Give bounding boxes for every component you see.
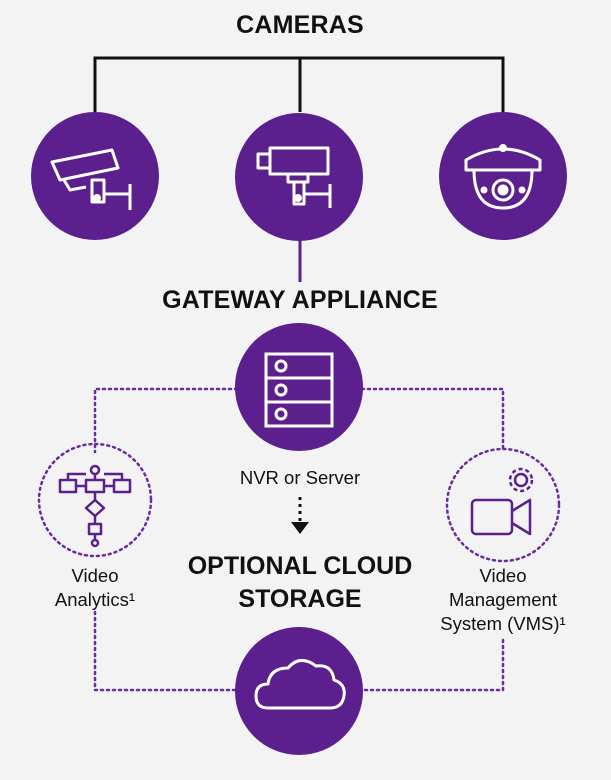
dotted-connector-lines bbox=[93, 387, 505, 692]
vms-circle bbox=[445, 447, 561, 563]
cloud-title-line1: OPTIONAL CLOUD bbox=[187, 552, 413, 580]
camera-circle-right bbox=[439, 112, 567, 240]
camera-circle-center bbox=[235, 113, 363, 241]
cloud-title-line2: STORAGE bbox=[238, 585, 362, 613]
analytics-circle bbox=[37, 442, 153, 558]
vms-label-line2: Management bbox=[449, 589, 557, 610]
camera-connector-lines bbox=[93, 56, 505, 112]
dome-camera-icon bbox=[464, 144, 542, 210]
analytics-label: Video Analytics¹ bbox=[25, 564, 165, 612]
down-arrow bbox=[291, 497, 309, 534]
video-camera-gear-icon bbox=[470, 467, 534, 536]
camera-circle-left bbox=[31, 112, 159, 240]
nvr-label: NVR or Server bbox=[239, 467, 361, 488]
cameras-title: CAMERAS bbox=[236, 11, 364, 39]
analytics-label-line1: Video bbox=[71, 565, 119, 586]
vms-label: Video Management System (VMS)¹ bbox=[423, 564, 583, 636]
analytics-label-line2: Analytics¹ bbox=[54, 589, 136, 610]
flowchart-icon bbox=[58, 464, 132, 548]
gateway-title: GATEWAY APPLIANCE bbox=[162, 286, 438, 314]
vms-label-line1: Video bbox=[479, 565, 527, 586]
server-rack-icon bbox=[264, 352, 334, 428]
cloud-circle bbox=[235, 627, 363, 755]
gateway-circle bbox=[235, 323, 363, 451]
bullet-camera-icon bbox=[50, 148, 132, 210]
vms-label-line3: System (VMS)¹ bbox=[440, 613, 566, 634]
cloud-storage-title: OPTIONAL CLOUD STORAGE bbox=[140, 550, 460, 616]
box-camera-icon bbox=[256, 146, 332, 208]
cloud-icon bbox=[254, 659, 346, 710]
